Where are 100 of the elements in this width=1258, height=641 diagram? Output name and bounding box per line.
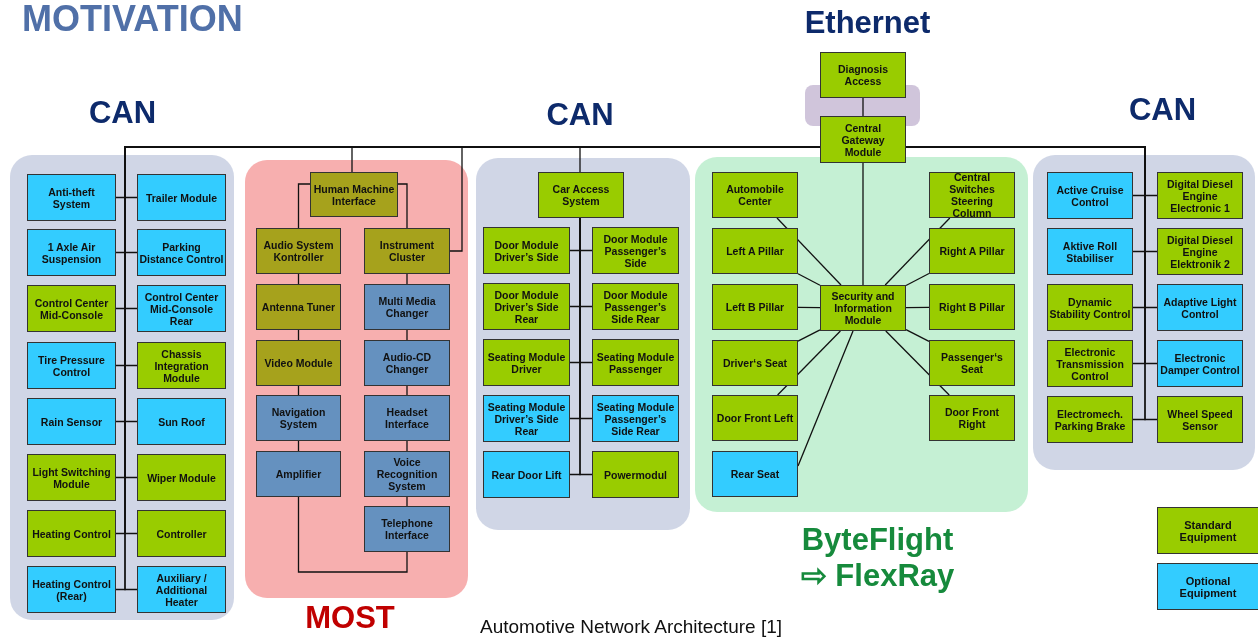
legend-key: Optional Equipment — [1157, 563, 1258, 610]
control-unit-box: Seating Module Driver — [483, 339, 570, 386]
control-unit-box: Left B Pillar — [712, 284, 798, 330]
control-unit-box: Right B Pillar — [929, 284, 1015, 330]
control-unit-box: Door Module Driver’s Side — [483, 227, 570, 274]
group-heading: CAN — [87, 95, 158, 131]
connection-line — [797, 330, 854, 467]
connection-line — [297, 385, 300, 396]
control-unit-box: Amplifier — [256, 451, 341, 497]
control-unit-box: Door Module Passenger’s Side — [592, 227, 679, 274]
control-unit-box: Seating Module Passenger — [592, 339, 679, 386]
control-unit-box: Security and Information Module — [820, 285, 906, 331]
caption: Automotive Network Architecture [1] — [480, 616, 782, 638]
group-heading: CAN — [545, 97, 615, 133]
connection-line — [406, 385, 408, 396]
control-unit-box: Diagnosis Access — [820, 52, 906, 98]
control-unit-box: Active Cruise Control — [1047, 172, 1133, 219]
group-heading: ByteFlight ⇨ FlexRay — [799, 522, 956, 594]
control-unit-box: Auxiliary / Additional Heater — [137, 566, 226, 613]
connection-line — [884, 217, 951, 286]
control-unit-box: Door Front Right — [929, 395, 1015, 441]
control-unit-box: Heating Control — [27, 510, 116, 557]
connection-line — [905, 329, 930, 342]
control-unit-box: Instrument Cluster — [364, 228, 450, 274]
connection-line — [406, 440, 408, 452]
control-unit-box: Car Access System — [538, 172, 624, 218]
control-unit-box: Controller — [137, 510, 226, 557]
control-unit-box: Central Gateway Module — [820, 116, 906, 163]
control-unit-box: Dynamic Stability Control — [1047, 284, 1133, 331]
control-unit-box: Heating Control (Rear) — [27, 566, 116, 613]
connection-line — [406, 496, 408, 507]
control-unit-box: Electronic Transmission Control — [1047, 340, 1133, 387]
control-unit-box: Electromech. Parking Brake — [1047, 396, 1133, 443]
connection-line — [862, 97, 864, 117]
control-unit-box: 1 Axle Air Suspension — [27, 229, 116, 276]
control-unit-box: Rear Seat — [712, 451, 798, 497]
control-unit-box: Right A Pillar — [929, 228, 1015, 274]
group-heading: CAN — [1127, 92, 1198, 128]
control-unit-box: Central Switches Steering Column — [929, 172, 1015, 218]
control-unit-box: Light Switching Module — [27, 454, 116, 501]
control-unit-box: Digital Diesel Engine Elektronik 2 — [1157, 228, 1243, 275]
connection-line — [297, 440, 300, 452]
control-unit-box: Sun Roof — [137, 398, 226, 445]
control-unit-box: Navigation System — [256, 395, 341, 441]
connection-line — [862, 162, 864, 286]
control-unit-box: Passenger‘s Seat — [929, 340, 1015, 386]
control-unit-box: Video Module — [256, 340, 341, 386]
connection-line — [776, 217, 842, 286]
control-unit-box: Adaptive Light Control — [1157, 284, 1243, 331]
control-unit-box: Wiper Module — [137, 454, 226, 501]
bus-heading: Ethernet — [803, 5, 932, 42]
control-unit-box: Seating Module Passenger’s Side Rear — [592, 395, 679, 442]
connection-line — [397, 183, 408, 229]
control-unit-box: Headset Interface — [364, 395, 450, 441]
connection-line — [905, 272, 930, 287]
legend-key: Standard Equipment — [1157, 507, 1258, 554]
control-unit-box: Left A Pillar — [712, 228, 798, 274]
connection-line — [297, 183, 311, 229]
control-unit-box: Door Module Driver’s Side Rear — [483, 283, 570, 330]
control-unit-box: Audio System Kontroller — [256, 228, 341, 274]
connection-line — [776, 330, 842, 396]
connection-line — [797, 306, 821, 309]
control-unit-box: Trailer Module — [137, 174, 226, 221]
control-unit-box: Automobile Center — [712, 172, 798, 218]
control-unit-box: Antenna Tuner — [256, 284, 341, 330]
control-unit-box: Anti-theft System — [27, 174, 116, 221]
control-unit-box: Multi Media Changer — [364, 284, 450, 330]
group-heading: MOST — [304, 600, 396, 636]
control-unit-box: Electronic Damper Control — [1157, 340, 1243, 387]
connection-line — [885, 330, 950, 396]
control-unit-box: Control Center Mid-Console — [27, 285, 116, 332]
connection-line — [297, 273, 300, 285]
control-unit-box: Parking Distance Control — [137, 229, 226, 276]
connection-line — [579, 217, 593, 476]
connection-line — [797, 273, 821, 286]
control-unit-box: Rain Sensor — [27, 398, 116, 445]
connection-line — [297, 329, 300, 341]
control-unit-box: Rear Door Lift — [483, 451, 570, 498]
connection-line — [406, 329, 408, 341]
control-unit-box: Wheel Speed Sensor — [1157, 396, 1243, 443]
control-unit-box: Audio-CD Changer — [364, 340, 450, 386]
control-unit-box: Chassis Integration Module — [137, 342, 226, 389]
control-unit-box: Voice Recognition System — [364, 451, 450, 497]
connection-line — [406, 273, 408, 285]
control-unit-box: Tire Pressure Control — [27, 342, 116, 389]
control-unit-box: Powermodul — [592, 451, 679, 498]
control-unit-box: Door Module Passenger’s Side Rear — [592, 283, 679, 330]
connection-line — [297, 496, 408, 573]
control-unit-box: Seating Module Driver’s Side Rear — [483, 395, 570, 442]
connection-line — [905, 306, 930, 309]
connection-line — [797, 329, 821, 342]
control-unit-box: Telephone Interface — [364, 506, 450, 552]
control-unit-box: Door Front Left — [712, 395, 798, 441]
control-unit-box: Control Center Mid-Console Rear — [137, 285, 226, 332]
slide-title: MOTIVATION — [22, 0, 243, 40]
control-unit-box: Human Machine Interface — [310, 172, 398, 217]
control-unit-box: Digital Diesel Engine Electronic 1 — [1157, 172, 1243, 219]
connection-line — [579, 146, 821, 173]
control-unit-box: Aktive Roll Stabiliser — [1047, 228, 1133, 275]
control-unit-box: Driver‘s Seat — [712, 340, 798, 386]
